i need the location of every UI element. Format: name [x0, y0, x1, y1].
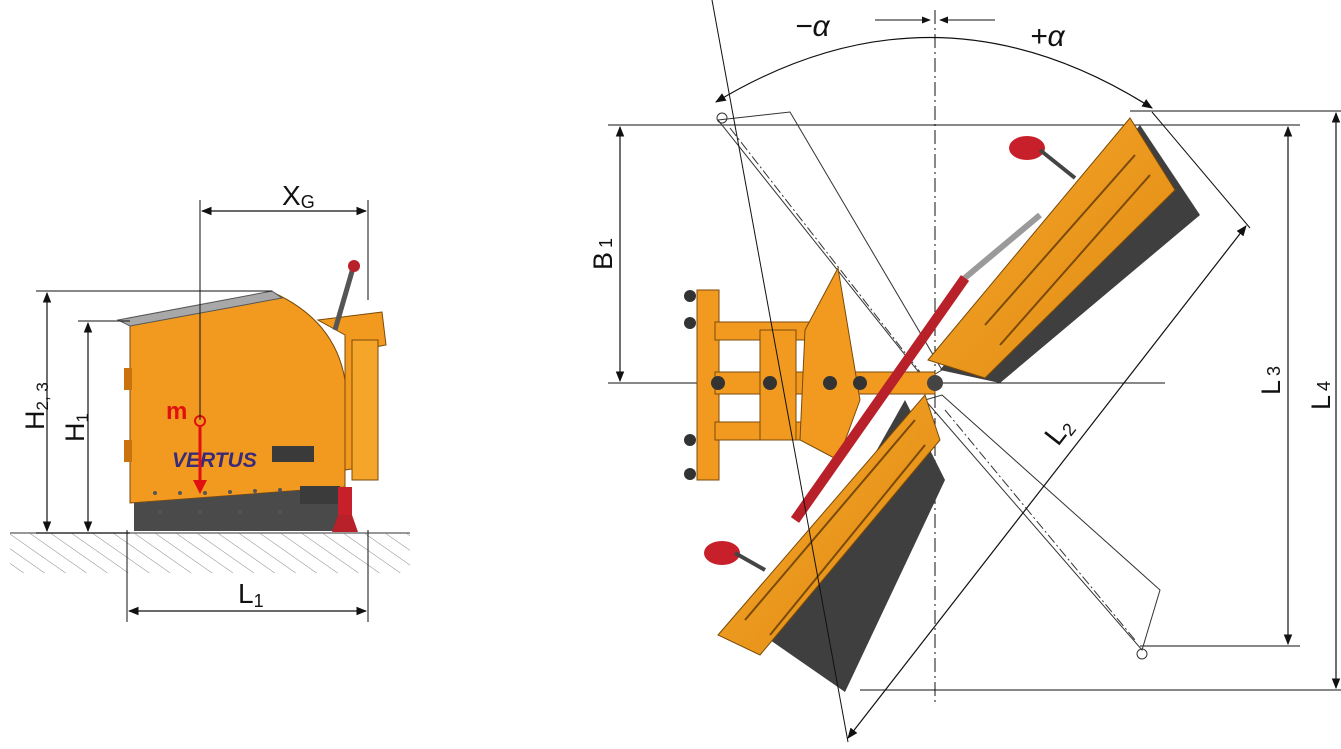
- b1-subscript: 1: [596, 238, 616, 248]
- ground-hatch: [10, 532, 410, 573]
- b1-label: B: [588, 252, 618, 270]
- dimension-h1: H1: [60, 320, 130, 533]
- angle-minus-label: −α: [795, 10, 831, 43]
- svg-text:L1: L1: [238, 578, 264, 611]
- dimension-l3: L3: [1256, 125, 1293, 646]
- blade-upper-right: [927, 117, 1200, 383]
- side-view: VERTUS m XG H2, 3 H1: [10, 180, 410, 622]
- l4-label: L: [1306, 395, 1336, 410]
- svg-text:H2, 3: H2, 3: [20, 382, 52, 430]
- pivot-joint: [927, 375, 943, 391]
- svg-text:XG: XG: [282, 180, 315, 212]
- frame-mount-pins: [684, 290, 867, 480]
- light-lower: [704, 541, 766, 572]
- dimension-l4: L4: [1306, 111, 1341, 690]
- dimension-b1: B1: [588, 125, 625, 383]
- top-view: −α +α B1 L2 L3 L4: [588, 0, 1341, 743]
- l3-label: L: [1256, 380, 1286, 395]
- side-mount-frame: [316, 260, 387, 532]
- vertus-brand-label: VERTUS: [172, 449, 257, 472]
- mass-label: m: [166, 398, 187, 425]
- l4-subscript: 4: [1314, 381, 1334, 391]
- svg-text:L2: L2: [1038, 411, 1080, 451]
- angle-plus-label: +α: [1030, 20, 1066, 53]
- dimension-xg: XG: [199, 180, 369, 420]
- svg-text:B1: B1: [588, 238, 618, 270]
- h23-subscript: 2, 3: [33, 382, 52, 410]
- xg-label: X: [282, 180, 301, 211]
- h1-subscript: 1: [73, 413, 92, 422]
- light-upper: [1009, 136, 1077, 180]
- l1-subscript: 1: [254, 591, 264, 611]
- dimension-h23: H2, 3: [20, 290, 272, 534]
- svg-text:L4: L4: [1306, 381, 1336, 410]
- svg-text:H1: H1: [60, 413, 92, 442]
- svg-text:L3: L3: [1256, 366, 1286, 395]
- l1-label: L: [238, 578, 254, 609]
- dimension-l1: L1: [126, 530, 369, 622]
- l3-subscript: 3: [1264, 366, 1284, 376]
- side-blade: [116, 290, 346, 531]
- xg-subscript: G: [301, 192, 315, 212]
- angle-arc: −α +α: [715, 10, 1153, 109]
- h23-label: H: [20, 411, 50, 431]
- h1-label: H: [60, 423, 90, 443]
